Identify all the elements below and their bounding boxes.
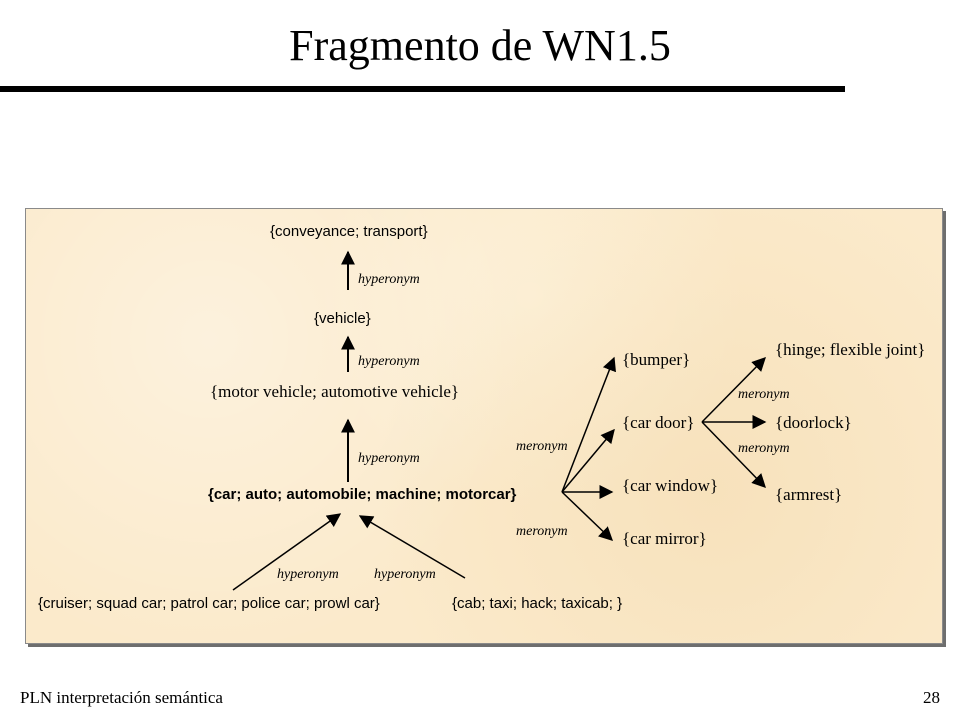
node-hinge: {hinge; flexible joint} — [775, 340, 925, 359]
node-car-mirror: {car mirror} — [622, 529, 707, 548]
relation-label-hyperonym: hyperonym — [358, 272, 420, 287]
arrow-car-to-cardoor — [561, 428, 615, 493]
node-cab: {cab; taxi; hack; taxicab; } — [452, 595, 622, 612]
relation-label-hyperonym: hyperonym — [358, 451, 420, 466]
arrow-cardoor-to-armrest — [701, 421, 766, 489]
node-car: {car; auto; automobile; machine; motorca… — [208, 486, 517, 503]
relation-label-meronym: meronym — [738, 441, 790, 456]
node-vehicle: {vehicle} — [314, 310, 371, 327]
page-title: Fragmento de WN1.5 — [289, 21, 671, 70]
footer-course: PLN interpretación semántica — [20, 688, 223, 707]
node-doorlock: {doorlock} — [775, 413, 852, 432]
relation-label-hyperonym: hyperonym — [277, 567, 339, 582]
node-bumper: {bumper} — [622, 350, 690, 369]
page-number: 28 — [923, 688, 940, 707]
arrow-cruiser-to-car — [232, 513, 342, 591]
relation-label-hyperonym: hyperonym — [358, 354, 420, 369]
arrow-car-to-bumper — [561, 356, 616, 493]
node-car-door: {car door} — [622, 413, 694, 432]
relation-label-meronym: meronym — [738, 387, 790, 402]
title-underline — [0, 86, 845, 92]
node-motor-vehicle: {motor vehicle; automotive vehicle} — [210, 382, 459, 401]
relation-label-meronym: meronym — [516, 524, 568, 539]
relation-label-hyperonym: hyperonym — [374, 567, 436, 582]
arrow-cab-to-car — [358, 515, 466, 579]
arrow-car-to-carmirror — [561, 491, 614, 541]
node-cruiser: {cruiser; squad car; patrol car; police … — [38, 595, 380, 612]
relation-label-meronym: meronym — [516, 439, 568, 454]
diagram-panel — [25, 208, 943, 644]
node-conveyance: {conveyance; transport} — [270, 223, 428, 240]
node-car-window: {car window} — [622, 476, 718, 495]
arrow-cardoor-to-hinge — [701, 357, 766, 423]
node-armrest: {armrest} — [775, 485, 842, 504]
